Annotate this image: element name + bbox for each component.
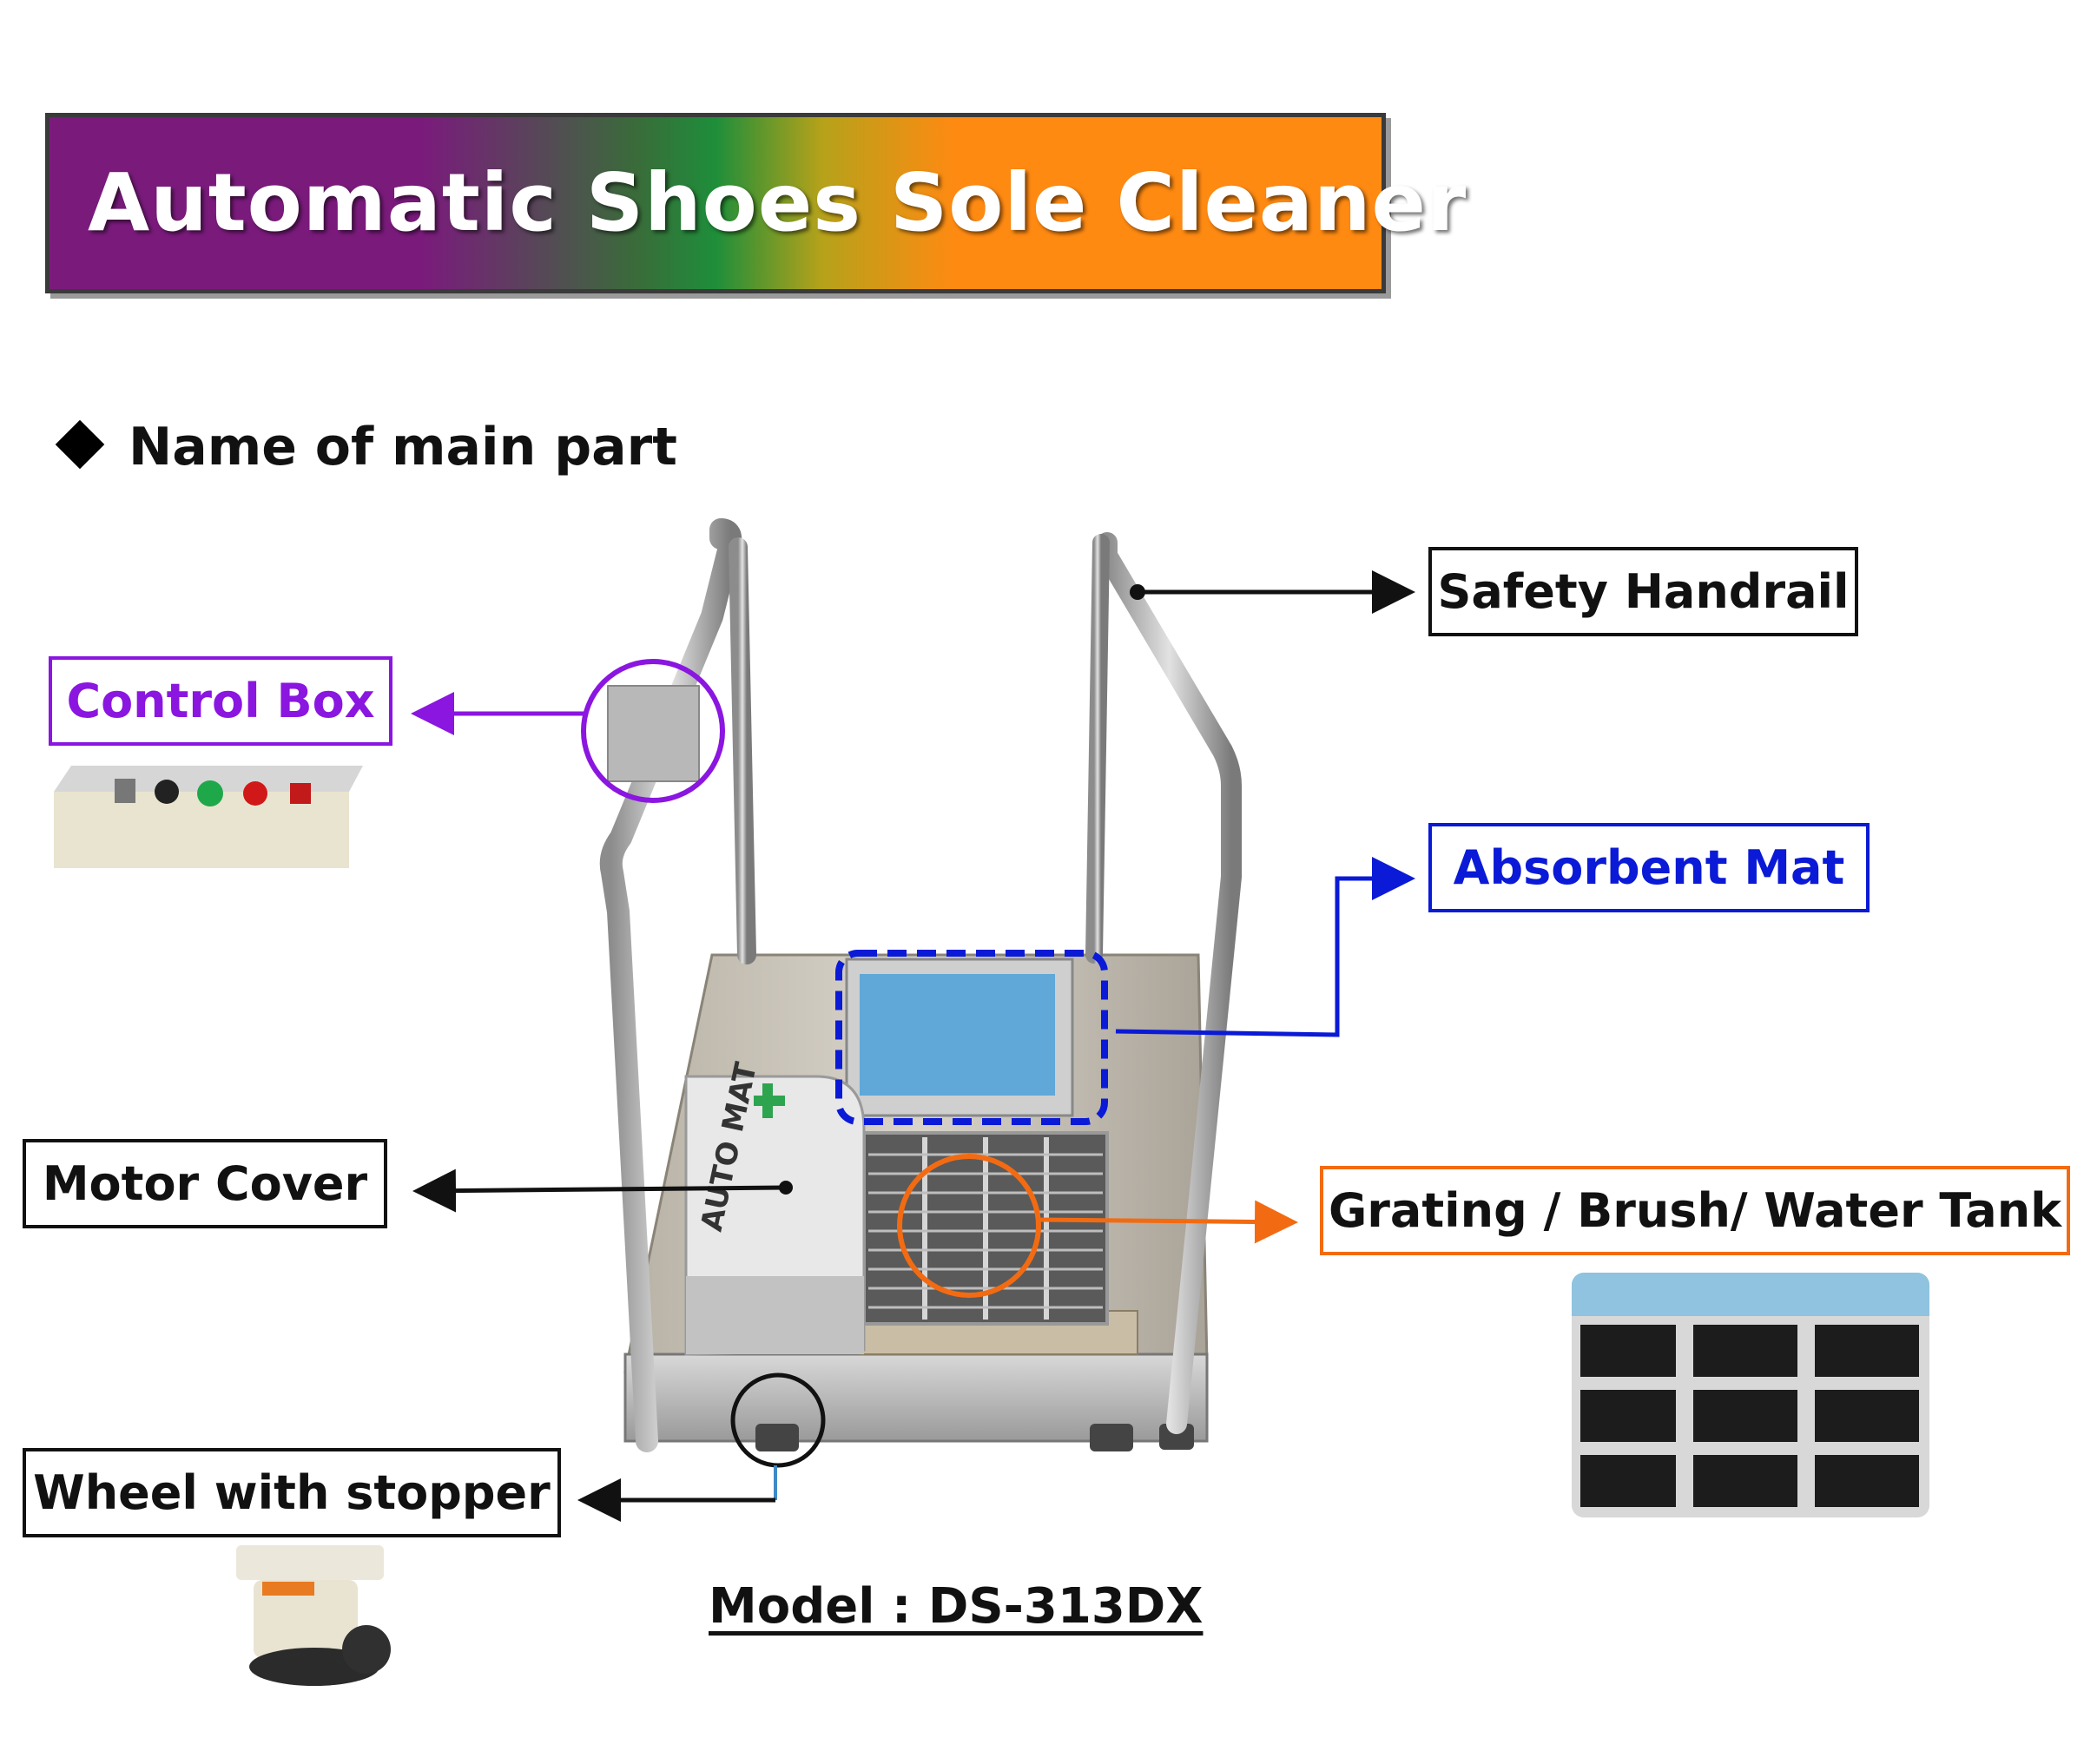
grating-callout-arrow	[1038, 1200, 1298, 1244]
absorbent-mat-label: Absorbent Mat	[1428, 823, 1870, 912]
wheels	[755, 1424, 1194, 1451]
control-box-label: Control Box	[49, 656, 392, 746]
absorbent-mat-highlight	[835, 950, 1108, 1125]
green-cross-icon	[754, 1083, 785, 1118]
model-caption: Model : DS-313DX	[709, 1578, 1204, 1635]
control-box-highlight	[581, 659, 725, 803]
wheel-highlight	[730, 1372, 826, 1468]
grating-highlight	[897, 1154, 1041, 1298]
grating-label: Grating / Brush/ Water Tank	[1320, 1166, 2070, 1255]
title-banner: Automatic Shoes Sole Cleaner	[45, 113, 1466, 293]
motor-cover-label: Motor Cover	[23, 1139, 387, 1228]
red-switch-icon	[290, 783, 311, 804]
absorbent-mat	[845, 958, 1074, 1117]
motor-cover-callout-arrow	[412, 1168, 787, 1213]
safety-handrail-graphic	[599, 518, 1242, 1452]
safety-handrail-label: Safety Handrail	[1428, 547, 1858, 636]
page-title: Automatic Shoes Sole Cleaner	[88, 156, 1467, 249]
motor-cover: AUTO MAT	[684, 1059, 866, 1356]
control-panel-photo	[54, 766, 363, 868]
red-lamp-icon	[243, 781, 267, 806]
caster-wheel-photo	[228, 1545, 398, 1691]
wheel-label: Wheel with stopper	[23, 1448, 561, 1537]
knob-icon	[155, 780, 179, 804]
section-heading-text: Name of main part	[129, 417, 677, 477]
green-lamp-icon	[197, 780, 223, 806]
switch-icon	[115, 779, 135, 803]
brush-tank-photo	[1572, 1273, 1929, 1517]
section-heading: Name of main part	[54, 417, 677, 477]
absorbent-mat-callout-arrow	[1115, 857, 1415, 1037]
